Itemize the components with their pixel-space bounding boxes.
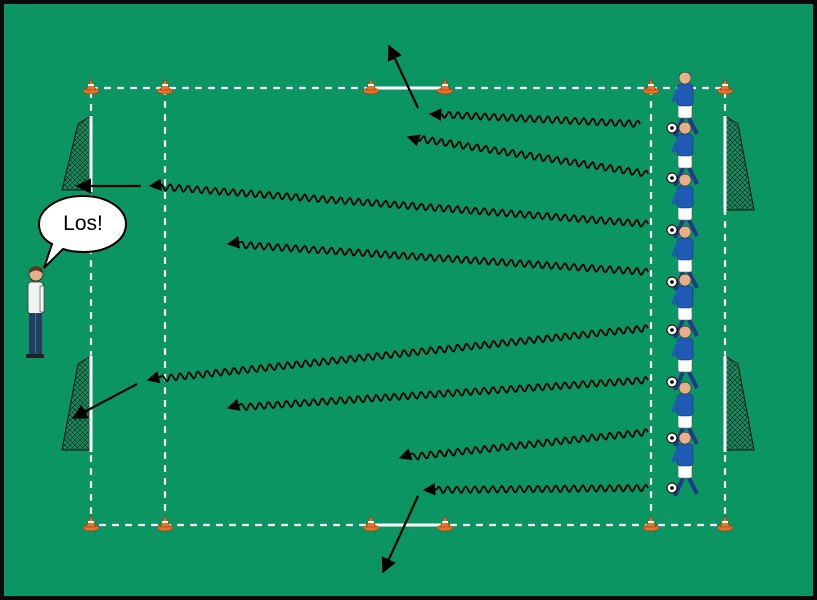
dribble-arrow xyxy=(146,323,649,384)
cone-icon xyxy=(362,515,380,532)
goal-bottom-right xyxy=(723,355,755,452)
arrow-bottom-exit xyxy=(381,495,419,574)
player-with-ball-icon xyxy=(666,381,699,447)
cone-icon xyxy=(642,78,660,95)
goal-top-left xyxy=(61,115,93,192)
cone-icon xyxy=(436,78,454,95)
speech-bubble xyxy=(37,194,128,269)
cone-icon xyxy=(642,515,660,532)
arrow-left-bottom-goal xyxy=(71,383,138,419)
cones-group xyxy=(82,78,734,532)
cone-icon xyxy=(362,78,380,95)
player-with-ball-icon xyxy=(666,225,699,291)
player-with-ball-icon xyxy=(666,71,699,137)
player-with-ball-icon xyxy=(666,121,699,187)
goal-bottom-left xyxy=(61,355,93,452)
cone-icon xyxy=(82,78,100,95)
coach-figure xyxy=(26,266,45,358)
players-group xyxy=(666,71,699,497)
cone-icon xyxy=(156,78,174,95)
dribble-arrow xyxy=(148,178,649,228)
player-with-ball-icon xyxy=(666,325,699,391)
cone-icon xyxy=(716,78,734,95)
dribble-arrow xyxy=(226,375,649,411)
dribble-arrow xyxy=(226,236,649,276)
player-with-ball-icon xyxy=(666,431,699,497)
straight-arrows xyxy=(71,44,419,574)
player-with-ball-icon xyxy=(666,273,699,339)
cone-icon xyxy=(716,515,734,532)
goal-top-right xyxy=(723,115,755,212)
dribble-arrow xyxy=(422,483,649,496)
player-with-ball-icon xyxy=(666,173,699,239)
dribble-arrow xyxy=(406,134,649,177)
arrow-top-exit xyxy=(387,44,419,109)
dribble-arrow xyxy=(398,427,649,461)
cone-icon xyxy=(82,515,100,532)
dribble-paths xyxy=(146,108,649,496)
cone-icon xyxy=(436,515,454,532)
cone-icon xyxy=(156,515,174,532)
dribble-arrow xyxy=(428,108,641,128)
